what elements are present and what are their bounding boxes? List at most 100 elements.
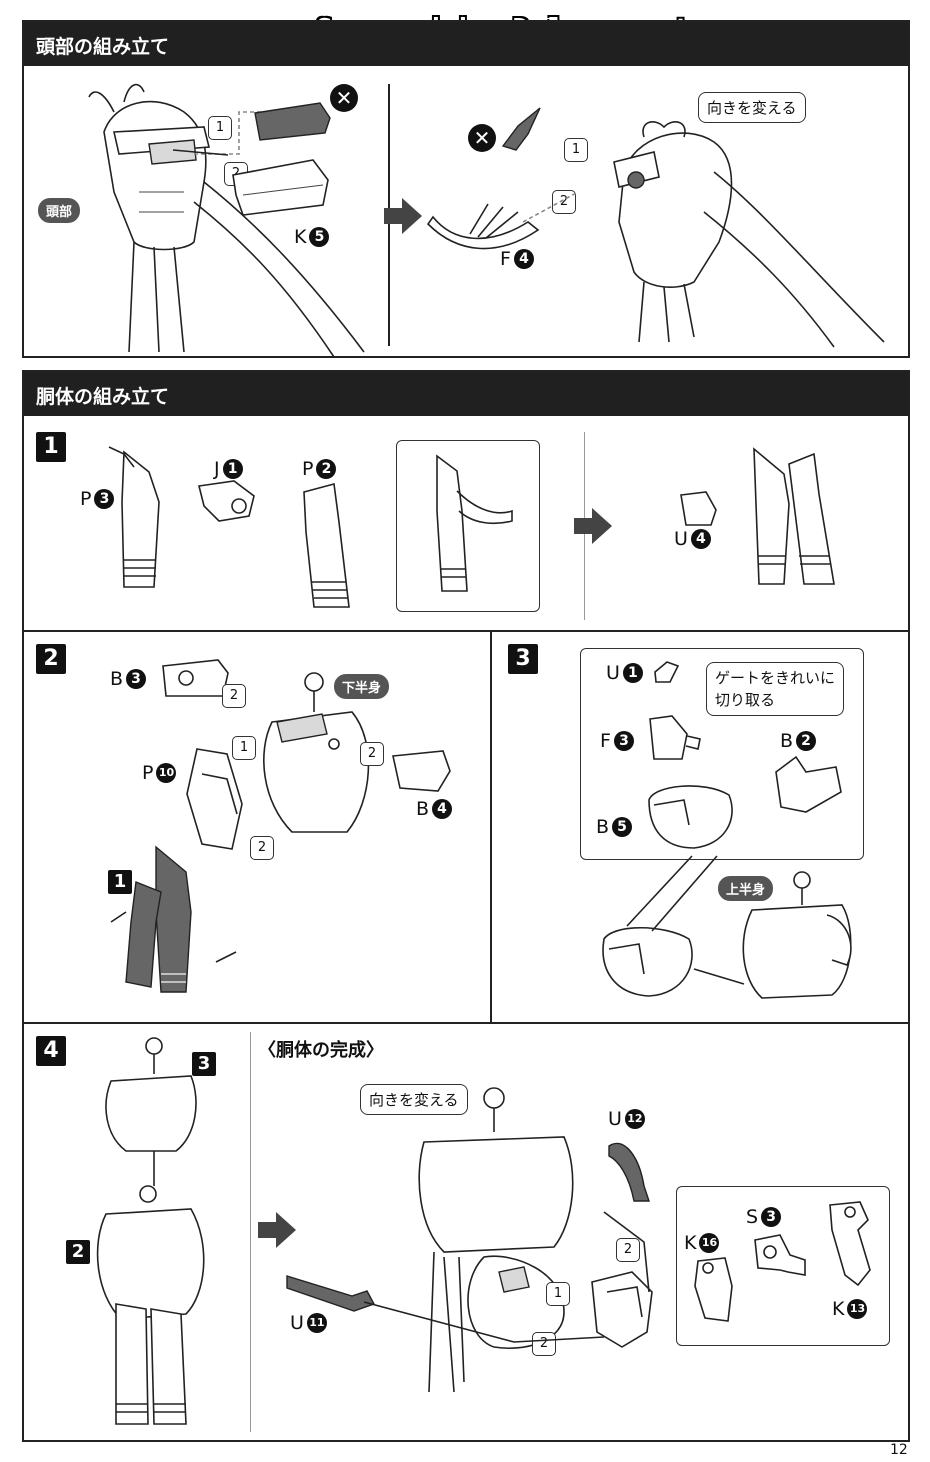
part-letter: U (608, 1108, 622, 1130)
step-4-badge: 4 (36, 1036, 66, 1066)
part-label-b5: B 5 (596, 816, 633, 838)
part-label-k13: K 13 (832, 1298, 868, 1320)
part-label-b4: B 4 (416, 798, 453, 820)
joint-part-k13 (829, 1201, 871, 1287)
part-label-b2: B 2 (780, 730, 817, 752)
step-1-badge: 1 (36, 432, 66, 462)
part-letter: K (294, 226, 307, 248)
part-letter: F (500, 248, 511, 270)
part-label-p2: P 2 (302, 458, 337, 480)
part-number-badge: 5 (309, 227, 330, 247)
head-assembly-panel: 頭部の組み立て ✕ 1 2 K 5 頭部 向きを変える ✕ (22, 20, 910, 358)
chest-part-f3 (649, 715, 701, 760)
part-letter: B (416, 798, 430, 820)
part-number-badge: 12 (624, 1109, 645, 1129)
lower-body-step2-illustration (96, 1185, 205, 1425)
legs-assembled-step1 (753, 447, 835, 585)
order-step-2-legs: 2 (250, 836, 274, 860)
legs-assembly-dark (110, 845, 237, 993)
step4-result-arrow-icon (258, 1212, 296, 1248)
step1-result-arrow-icon (574, 508, 612, 544)
gate-trim-line-2: 切り取る (715, 691, 776, 709)
order-step-2-u12: 2 (616, 1238, 640, 1262)
part-letter: U (606, 662, 620, 684)
head-tag: 頭部 (38, 198, 81, 223)
part-label-s3: S 3 (746, 1206, 782, 1228)
body-assembly-header: 胴体の組み立て (24, 372, 908, 416)
head-visor-part-k5 (172, 149, 329, 216)
part-number-badge: 10 (156, 763, 177, 783)
head-horn-part-wrong (501, 107, 541, 151)
order-step-1-marker-right: 1 (564, 138, 588, 162)
part-letter: B (780, 730, 794, 752)
part-number-badge: 4 (690, 529, 711, 549)
turn-around-callout: 向きを変える (698, 92, 806, 123)
head-illustration-right (613, 121, 885, 348)
wrong-part-x-icon: ✕ (330, 84, 358, 112)
part-letter: U (290, 1312, 304, 1334)
joint-part-u4 (680, 491, 717, 526)
joint-part-j1 (198, 480, 255, 522)
wrong-part-x-icon-right: ✕ (468, 124, 496, 152)
part-letter: K (684, 1232, 697, 1254)
part-letter: P (142, 762, 154, 784)
step-progress-arrow-icon (384, 198, 422, 234)
order-step-1-p10: 1 (232, 736, 256, 760)
part-number-badge: 4 (513, 249, 534, 269)
step4-ref-step3-badge: 3 (192, 1052, 216, 1076)
head-assembly-header: 頭部の組み立て (24, 22, 908, 66)
turn-around-callout-body: 向きを変える (360, 1084, 468, 1115)
part-label-f4: F 4 (500, 248, 534, 270)
part-letter: P (302, 458, 314, 480)
head-illustration-left (88, 83, 365, 358)
order-step-1-marker: 1 (208, 116, 232, 140)
part-number-badge: 13 (847, 1299, 868, 1319)
upper-body-tag: 上半身 (718, 876, 774, 901)
upper-body-illustration (742, 871, 852, 999)
part-number-badge: 4 (432, 799, 453, 819)
step2-step3-divider (490, 632, 492, 1022)
torso-part-b5 (648, 785, 733, 849)
step-3-badge: 3 (508, 644, 538, 674)
row-divider-2 (24, 1022, 908, 1024)
leg-part-p3 (108, 446, 160, 588)
completed-body-illustration (418, 1087, 574, 1393)
page-number: 12 (890, 1442, 908, 1458)
part-number-badge: 3 (94, 489, 115, 509)
part-number-badge: 1 (222, 459, 243, 479)
head-assembly-title: 頭部の組み立て (36, 36, 170, 58)
part-label-f3: F 3 (600, 730, 634, 752)
step-2-badge: 2 (36, 644, 66, 674)
upper-body-step3-illustration (105, 1037, 197, 1186)
part-number-badge: 3 (613, 731, 634, 751)
step1-detail-inset (396, 440, 540, 612)
order-step-1-joint: 1 (546, 1282, 570, 1306)
part-label-k16: K 16 (684, 1232, 720, 1254)
part-label-p10: P 10 (142, 762, 177, 784)
order-step-2-u11: 2 (532, 1332, 556, 1356)
step4-ref-step2-badge: 2 (66, 1240, 90, 1264)
order-step-2-marker-right: 2 (552, 190, 576, 214)
part-letter: P (80, 488, 92, 510)
part-number-badge: 16 (699, 1233, 720, 1253)
step4-complete-divider (250, 1032, 251, 1432)
part-label-u11: U 11 (290, 1312, 327, 1334)
torso-subassembly-illustration (602, 926, 745, 997)
part-label-u1: U 1 (606, 662, 643, 684)
tail-part-u12 (608, 1142, 650, 1202)
part-letter: J (214, 458, 220, 480)
skirt-part-p10 (186, 748, 243, 850)
leg-detail-illustration (436, 454, 513, 592)
step4-connector-lines (363, 1211, 650, 1343)
body-assembly-title: 胴体の組み立て (36, 386, 170, 408)
gate-trim-line-1: ゲートをきれいに (715, 669, 836, 687)
joint-part-k16 (694, 1257, 733, 1322)
part-letter: K (832, 1298, 845, 1320)
part-letter: S (746, 1206, 759, 1228)
body-complete-title: 〈胴体の完成〉 (258, 1040, 384, 1061)
step3-callout-pointer (626, 855, 718, 932)
part-number-badge: 3 (126, 669, 147, 689)
part-letter: B (110, 668, 124, 690)
small-part-u1 (654, 661, 680, 683)
order-step-2-b3: 2 (222, 684, 246, 708)
